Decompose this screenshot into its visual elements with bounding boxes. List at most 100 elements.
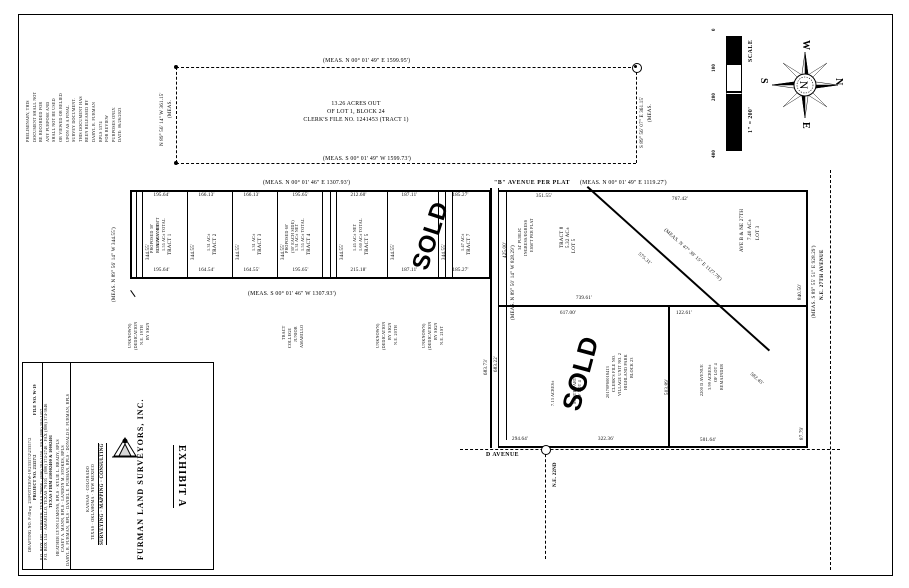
lot4-top-line (498, 305, 808, 307)
lot3-corner-dim: 87.79' (800, 426, 805, 440)
upper-tract-right-meas: (MEAS. (648, 103, 653, 122)
preliminary-note-line: RPLS 5374 (97, 121, 103, 142)
compass-label-east: E (800, 122, 811, 129)
address-line-2: P.O. BOX 482 · BORGER, TEXAS 79008 · (80… (39, 408, 44, 560)
tract-bottom-dimension: 215.18' (350, 268, 367, 273)
title-block-divider-2 (42, 362, 43, 570)
easement-dim: 425.00' (503, 241, 508, 258)
preliminary-note-line: OR VIEWED OR RELIED (58, 93, 63, 142)
compass-label-south: S (758, 78, 769, 84)
scale-tick-200: 200 (712, 92, 717, 101)
easement-label-1: 34' PUBLIC (517, 227, 522, 250)
roadway-esmt-line-d (336, 190, 337, 278)
ne21st-label-4: UNKNOWN) (421, 323, 426, 348)
ne20th-label-4: UNKNOWN) (375, 323, 380, 348)
tract-row-right-call: (MEAS. N 00° 01' 49" E 1119.27') (580, 180, 667, 186)
lot5-top-line (498, 190, 808, 192)
lot4-mid-vert-dim: 503.89' (665, 378, 670, 395)
upper-tract-top-call: (MEAS. N 00° 01' 49" E 1599.95') (323, 58, 411, 64)
b-avenue-left-line (490, 188, 492, 448)
tract-area-label: 1.47 AC± (459, 233, 465, 252)
tract-name-label: TRACT 1 (167, 233, 173, 255)
surveyor-logo (108, 430, 142, 464)
surveyors-line-3: HEATHER LYNN LEMONS, RPLS · KYLIE L. BRA… (55, 439, 60, 556)
compass-label-north: N (833, 78, 844, 86)
scale-bar (726, 36, 742, 151)
tract-top-dimension: 185.27' (452, 193, 469, 198)
project-number: PROJECT NO. 23357/2 (32, 454, 37, 500)
upper-tract-right-line (636, 67, 637, 163)
title-block (22, 362, 214, 570)
ne21st-label-1: N.E. 21ST (439, 325, 444, 345)
upper-tract-right-call: S 89° 56' 07" E 361.15' (640, 96, 645, 148)
tract-row-bottom-call: (MEAS. S 00° 01' 46" W 1307.93') (248, 291, 337, 297)
lot4-divider (668, 305, 670, 447)
ne27th-centerline (830, 170, 831, 570)
address-line-1: P.O. BOX 154 · AMARILLO, TEXAS 79105 · (… (43, 403, 48, 560)
tract-top-dimension: 166.13' (243, 193, 260, 198)
lot4-bottom-left-dim: 294.64' (512, 437, 529, 442)
preliminary-note-line: DARYL R. FURMAN (91, 101, 96, 142)
ne21st-label-2: BY SIGN (433, 322, 438, 340)
tract-area-label: 1.31 AC± (250, 233, 256, 252)
scale-ratio: 1" = 200' (748, 106, 754, 133)
preliminary-note-line: SHALL NOT BE USED (51, 98, 57, 142)
upper-tract-bottom-line (176, 163, 636, 164)
roadway-esmt-line-b (142, 190, 143, 278)
tract-name-label: TRACT 2 (212, 233, 218, 255)
preliminary-note-line: BE RECORDED FOR (38, 101, 44, 142)
easement-vert-inner: 683.22' (494, 355, 499, 372)
company-name: FURMAN LAND SURVEYORS, INC. (136, 398, 145, 560)
upper-tract-left-meas: (MEAS. (168, 99, 173, 118)
preliminary-note-line: FOR REVIEW (104, 115, 110, 142)
easement-label-3: ESM'T PER PLAT (529, 218, 534, 252)
scale-tick-0: 0 (712, 28, 717, 31)
lot3-east-line (806, 190, 808, 446)
tract-area-label: 1.45 AC± NET (351, 223, 357, 251)
easement-label-2: INGRESS/EGRESS (523, 219, 528, 256)
tract-row-top-call: (MEAS. N 00° 01' 46" E 1307.93') (263, 180, 351, 186)
preliminary-note-line: BEEN RELEASED BY (84, 99, 90, 142)
corner-dot-ne-inner (634, 65, 637, 68)
lot5-bottom-dim: 739.61' (576, 296, 593, 301)
roadway-esmt-line-c (322, 190, 323, 278)
tract-row-left-meas: (MEAS. N 89° 56' 14" W 344.55') (112, 227, 117, 302)
tract-area-label: 1.55 AC± TOTAL (160, 218, 166, 251)
lot4-left-dim: 617.00' (560, 311, 577, 316)
lot5-tract-label: TRACT 8 (560, 226, 565, 248)
company-states-2: KANSAS · COLORADO (85, 466, 90, 512)
scale-tick-400: 400 (712, 149, 717, 158)
ne20th-label-1: N.E. 20TH (393, 325, 398, 345)
upper-tract-left-call: N 89° 56' 14" W 361.15' (160, 92, 165, 146)
tract-divider-1 (187, 190, 188, 278)
lot4-block-note-4: CLERK'S FILE NO. (611, 354, 616, 392)
lot4-block-note-3: VILLAGE UNIT NO. 2 (617, 352, 622, 396)
preliminary-note-line: DATE: 06/26/2023 (117, 107, 123, 142)
tract-side-dimension: 344.55' (236, 243, 241, 260)
lot4-block-note-1: BLOCK 23 (629, 357, 634, 378)
file-number: FILE NO. W-19 (32, 384, 37, 415)
scale-title: SCALE (748, 39, 754, 62)
sheet-border (18, 14, 893, 576)
ne27th-avenue-call: (MEAS. S 89° 55' 51" E 928.29') (812, 245, 817, 318)
lot4-remainder-1: REMAINDER (719, 363, 724, 390)
tract-area-label: 1.60 AC± TOTAL (357, 218, 363, 251)
tract-row-left-line (130, 190, 132, 278)
tract-side-dimension: 344.55' (391, 243, 396, 260)
ne19th-label-4: UNKNOWN) (127, 323, 132, 348)
tract-divider-2 (232, 190, 233, 278)
lot3-note: AVE B & NE 27TH (740, 208, 745, 252)
tract-top-dimension: 166.13' (198, 193, 215, 198)
tract-bottom-dimension: 195.65' (292, 268, 309, 273)
lot3-label: LOT 3 (756, 225, 761, 240)
easement-bearing: (MEAS. N 89° 50' 14" W 828.29') (511, 245, 516, 320)
tract-name-label: TRACT 4 (306, 233, 312, 255)
tract-divider-7 (489, 190, 490, 278)
tract-bottom-dimension: 164.54' (198, 268, 215, 273)
lot3-east-dim: 840.50' (798, 283, 803, 300)
ne22nd-label: N.E. 22ND (553, 462, 558, 487)
lot4-block-note-2: HIGHLAND PARK (623, 354, 628, 390)
lot4-bottom-line (498, 446, 808, 448)
tract-divider-5 (387, 190, 388, 278)
